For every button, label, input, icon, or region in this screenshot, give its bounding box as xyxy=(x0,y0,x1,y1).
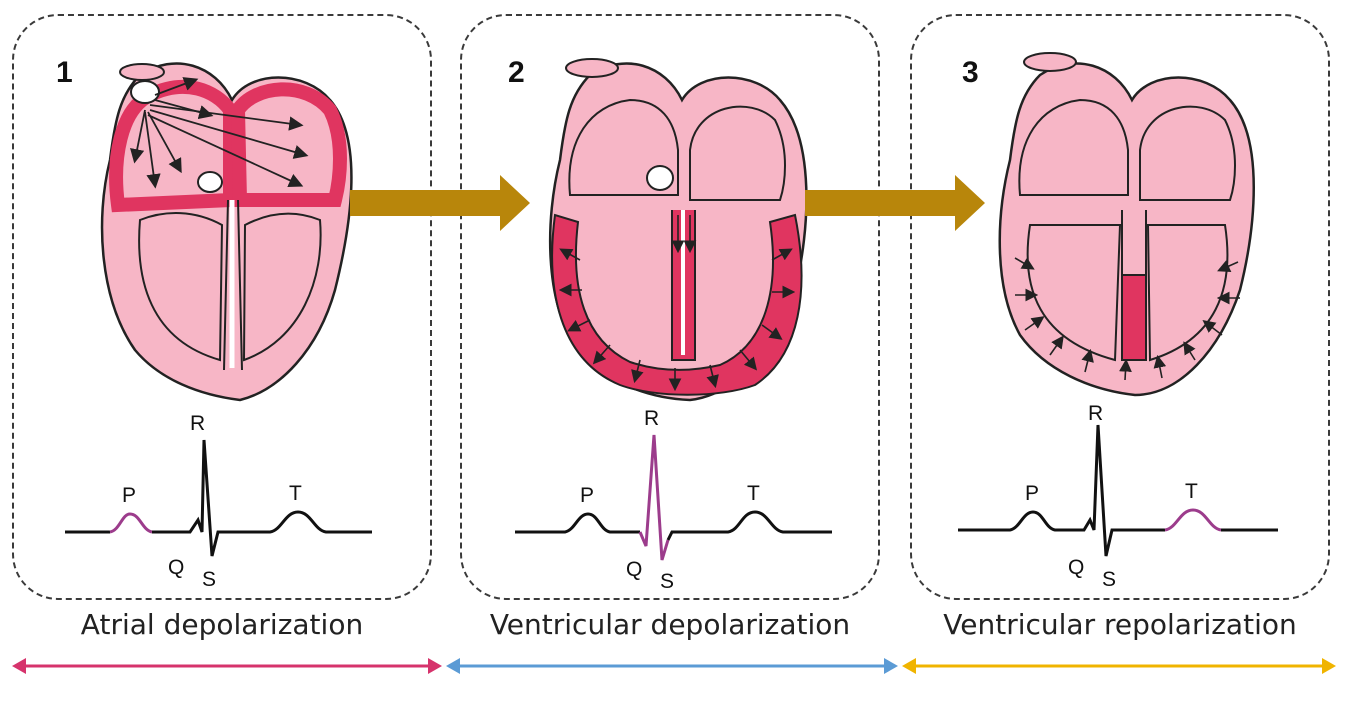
ecg-label-q-1: Q xyxy=(168,556,184,579)
ecg-label-t-2: T xyxy=(747,482,760,505)
stage-caption-3: Ventricular repolarization xyxy=(943,608,1297,641)
stage-number-3: 3 xyxy=(962,56,979,89)
ecg-label-q-3: Q xyxy=(1068,556,1084,579)
heart-diagram-1 xyxy=(100,62,353,402)
stage-panel-3 xyxy=(910,14,1330,600)
ecg-label-s-2: S xyxy=(660,570,674,593)
ecg-label-s-3: S xyxy=(1102,568,1116,591)
heart-diagram-3 xyxy=(998,52,1255,397)
stage-caption-1: Atrial depolarization xyxy=(80,608,364,641)
ecg-label-t-3: T xyxy=(1185,480,1198,503)
transition-arrow-1 xyxy=(350,175,530,231)
bottom-arrow-1 xyxy=(12,658,442,674)
ecg-label-p-1: P xyxy=(122,484,136,507)
stage-caption-2: Ventricular depolarization xyxy=(489,608,851,641)
ecg-label-q-2: Q xyxy=(626,558,642,581)
heart-diagram-2 xyxy=(548,58,808,402)
stage-number-1: 1 xyxy=(56,56,73,89)
ecg-label-r-3: R xyxy=(1088,402,1103,425)
bottom-arrow-2 xyxy=(446,658,898,674)
stage-panel-1 xyxy=(12,14,432,600)
ecg-trace-1: P R Q S T xyxy=(65,412,372,591)
ecg-trace-3: P R Q S T xyxy=(958,402,1278,591)
bottom-arrow-3 xyxy=(902,658,1336,674)
ecg-label-t-1: T xyxy=(289,482,302,505)
ecg-label-r-2: R xyxy=(644,407,659,430)
ecg-label-s-1: S xyxy=(202,568,216,591)
ecg-label-p-3: P xyxy=(1025,482,1039,505)
stage-panel-2 xyxy=(460,14,880,600)
ecg-label-p-2: P xyxy=(580,484,594,507)
stage-number-2: 2 xyxy=(508,56,525,89)
ecg-trace-2: P R Q S T xyxy=(515,407,832,593)
transition-arrow-2 xyxy=(805,175,985,231)
ecg-label-r-1: R xyxy=(190,412,205,435)
